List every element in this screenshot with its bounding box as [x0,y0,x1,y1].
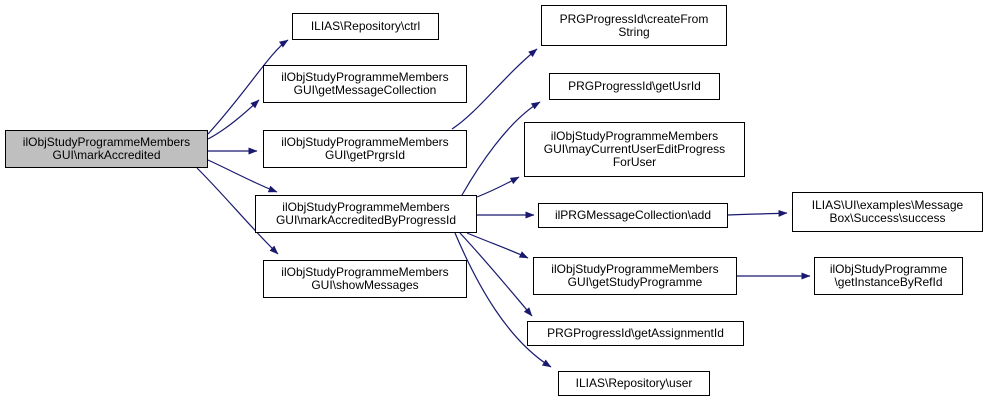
node-label-line: ILIAS\Repository\ctrl [310,19,421,33]
node-label-line: ILIAS\Repository\user [575,376,693,390]
node-label-line: ilObjStudyProgrammeMembers [281,70,449,84]
node-label-line: ILIAS\UI\examples\Message [811,198,964,212]
edge-mark-accredited-by-progress-id-to-user [454,232,552,368]
node-label-line: ForUser [612,155,657,169]
node-label-line: PRGProgressId\getUsrId [568,79,701,93]
node-label-line: ilObjStudyProgrammeMembers [281,135,449,149]
edge-mark-accredited-to-show-messages [196,167,279,255]
edge-mark-accredited-by-progress-id-to-may-current-user-edit [476,176,520,198]
node-get-instance-by-ref-id[interactable]: ilObjStudyProgramme \getInstanceByRefId [814,257,963,295]
node-label-line: ilObjStudyProgrammeMembers [550,129,719,143]
node-label-line: GUI\markAccredited [52,148,161,162]
node-label-line: ilObjStudyProgrammeMembers [551,262,719,276]
edge-mark-accredited-by-progress-id-to-get-usr-id [461,101,541,196]
node-label-line: Box\Success\success [829,211,946,225]
node-il-prg-message-collection-add[interactable]: ilPRGMessageCollection\add [538,203,728,228]
node-get-prgrs-id[interactable]: ilObjStudyProgrammeMembers GUI\getPrgrsI… [263,130,467,168]
edge-add-to-success [727,209,788,217]
node-label-line: PRGProgressId\createFrom [559,11,709,26]
edge-mark-accredited-by-progress-id-to-get-study-programme [466,232,529,259]
node-label-line: String [618,24,650,39]
node-label-line: GUI\showMessages [311,278,419,292]
node-get-assignment-id[interactable]: PRGProgressId\getAssignmentId [527,321,744,346]
node-ilias-repository-ctrl[interactable]: ILIAS\Repository\ctrl [292,13,439,40]
node-mark-accredited-by-progress-id[interactable]: ilObjStudyProgrammeMembers GUI\markAccre… [255,195,477,233]
node-may-current-user-edit-progress-for-user[interactable]: ilObjStudyProgrammeMembers GUI\mayCurren… [524,122,745,177]
node-ilias-repository-user[interactable]: ILIAS\Repository\user [558,371,710,396]
node-label-line: GUI\getMessageCollection [293,83,437,97]
edge-mark-accredited-by-progress-id-to-get-assignment-id [459,232,533,317]
node-label-line: ilObjStudyProgramme [829,262,948,276]
node-show-messages[interactable]: ilObjStudyProgrammeMembers GUI\showMessa… [263,260,467,298]
node-create-from-string[interactable]: PRGProgressId\createFrom String [541,5,727,46]
node-get-message-collection[interactable]: ilObjStudyProgrammeMembers GUI\getMessag… [263,65,467,103]
edge-get-prgrs-id-to-create-from-string [451,48,538,130]
node-message-box-success[interactable]: ILIAS\UI\examples\Message Box\Success\su… [792,192,983,232]
edge-mark-accredited-to-get-message-collection [207,99,260,140]
node-label-line: PRGProgressId\getAssignmentId [547,326,724,340]
node-mark-accredited: ilObjStudyProgrammeMembers GUI\markAccre… [5,130,208,168]
node-label-line: GUI\getPrgrsId [324,148,406,162]
node-label-line: ilPRGMessageCollection\add [554,208,712,222]
node-label-line: \getInstanceByRefId [834,275,943,289]
edge-mark-accredited-to-ctrl [207,39,289,135]
node-label-line: ilObjStudyProgrammeMembers [22,135,191,149]
node-label-line: GUI\getStudyProgramme [567,275,703,289]
node-label-line: GUI\markAccreditedByProgressId [275,213,457,227]
node-label-line: GUI\mayCurrentUserEditProgress [543,142,726,156]
node-get-usr-id[interactable]: PRGProgressId\getUsrId [549,73,720,100]
node-get-study-programme[interactable]: ilObjStudyProgrammeMembers GUI\getStudyP… [533,257,737,295]
edge-mark-accredited-to-mark-accredited-by-progress-id [207,159,278,193]
node-label-line: ilObjStudyProgrammeMembers [282,200,450,214]
node-label-line: ilObjStudyProgrammeMembers [281,265,449,279]
